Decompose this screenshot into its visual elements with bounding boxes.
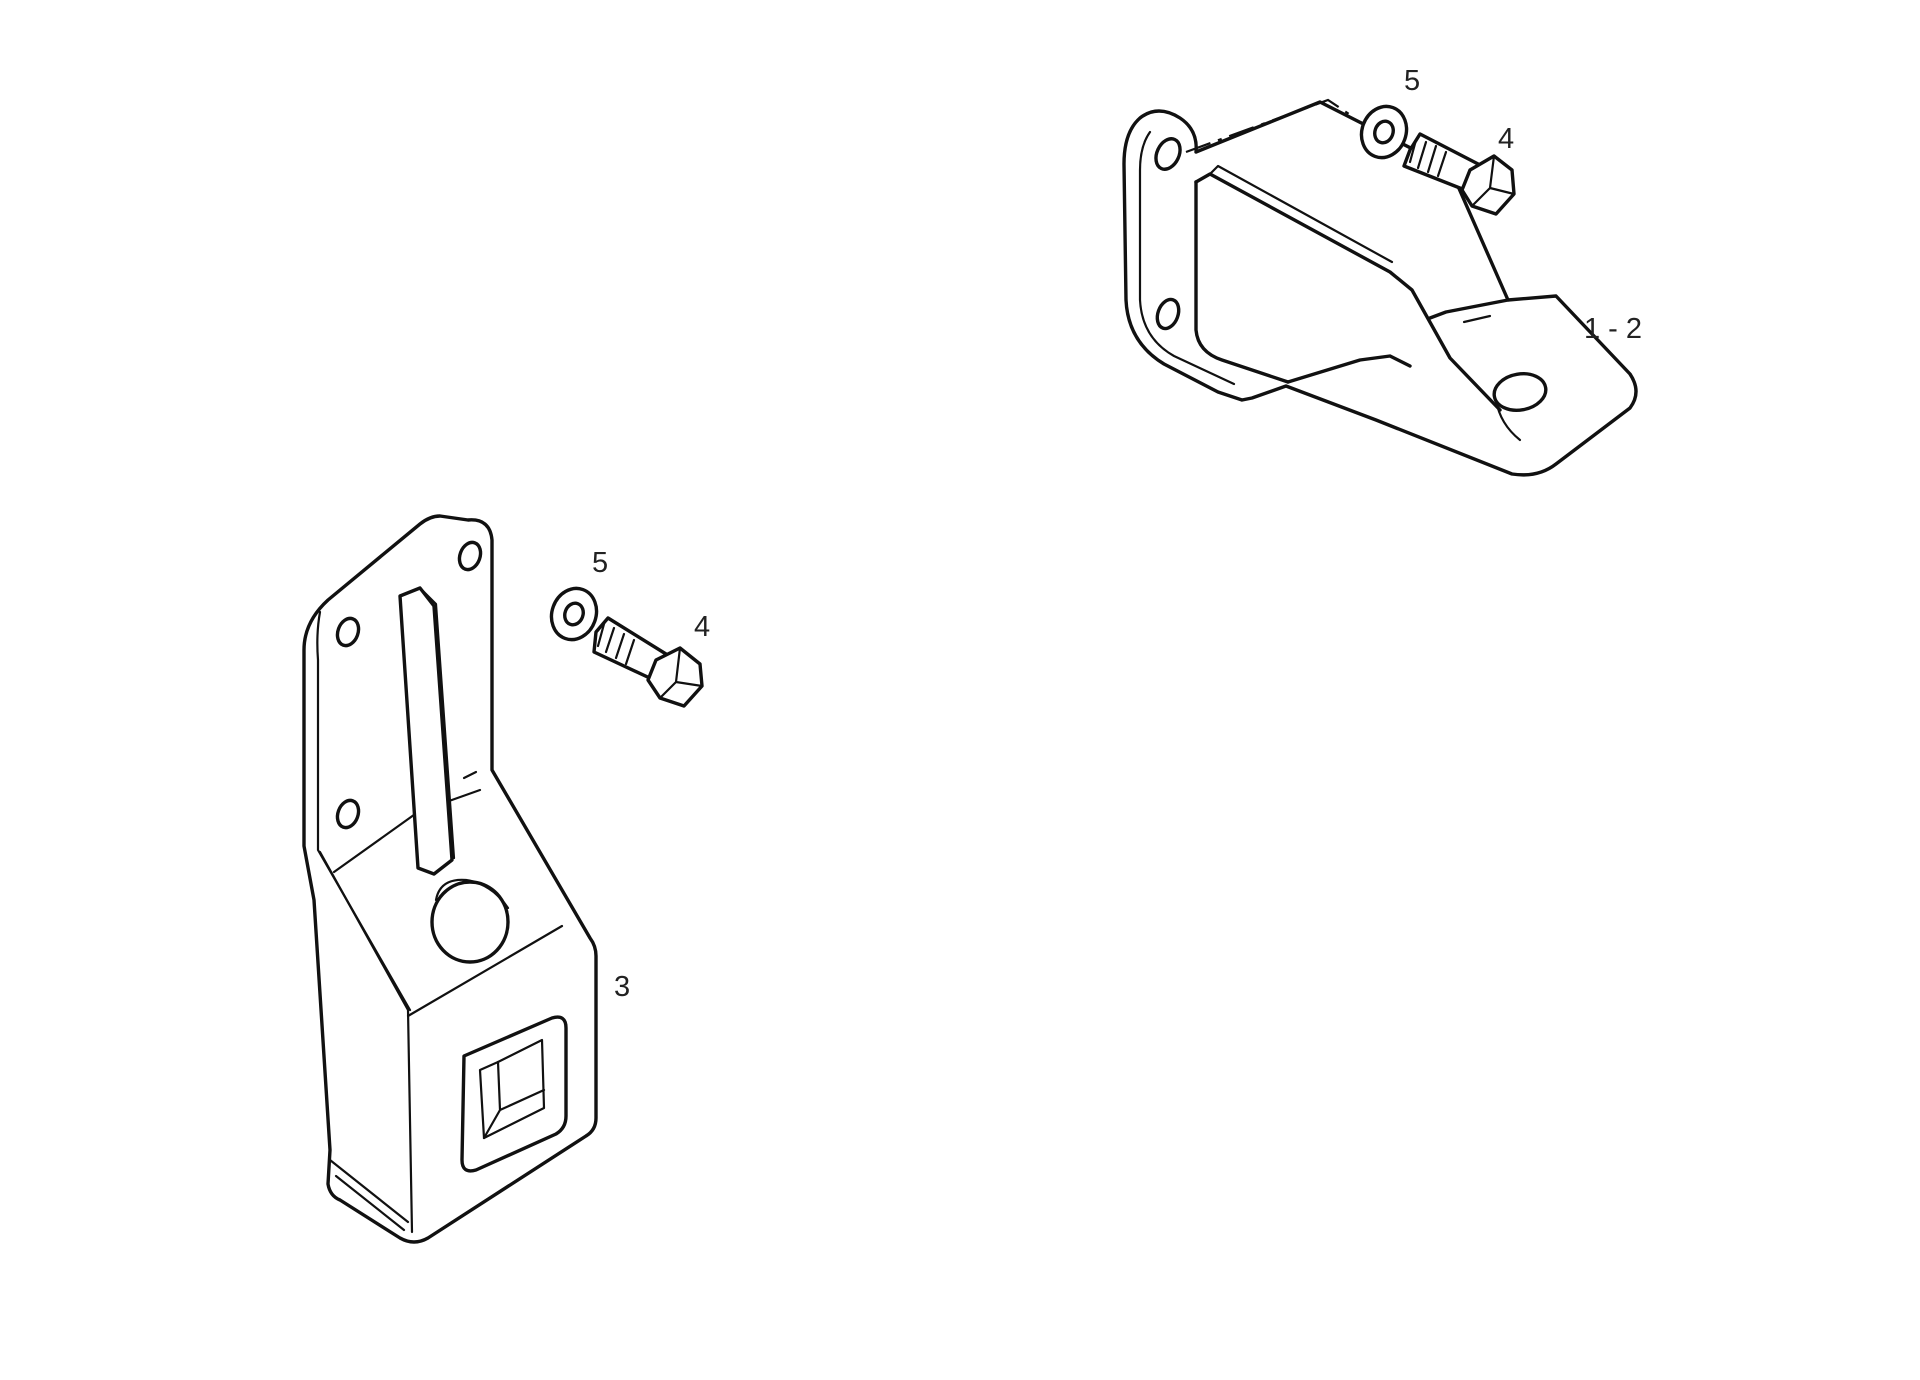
callout-upper-bolt: 4 [1498, 123, 1514, 155]
washer-upper [1359, 104, 1409, 160]
callout-upper-washer: 5 [1404, 65, 1420, 97]
callout-lower-washer: 5 [592, 547, 608, 579]
bolt-upper [1402, 132, 1516, 216]
callout-lower-bracket: 3 [614, 971, 630, 1003]
washer-lower [549, 586, 599, 642]
callout-upper-bracket: 1 - 2 [1584, 313, 1642, 345]
bracket-1-2 [1122, 98, 1638, 477]
callout-lower-bolt: 4 [694, 611, 710, 643]
bracket-3 [302, 514, 598, 1244]
bolt-lower [592, 616, 704, 708]
